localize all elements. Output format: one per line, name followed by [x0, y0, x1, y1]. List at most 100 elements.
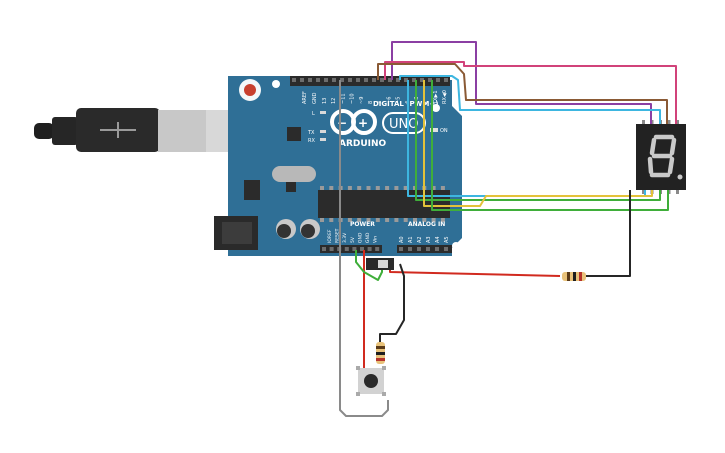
header-pin[interactable]: [380, 78, 384, 82]
digital-pin-label: 8: [368, 101, 374, 104]
header-pin[interactable]: [364, 78, 368, 82]
header-pin[interactable]: [300, 78, 304, 82]
wire-black-button[interactable]: [379, 263, 405, 346]
rx-led: [320, 138, 326, 141]
digital-pin-label: ~10: [350, 93, 356, 104]
power-pin[interactable]: [360, 247, 364, 251]
display-pin[interactable]: [642, 190, 645, 194]
pushbutton[interactable]: [356, 366, 386, 396]
display-pin[interactable]: [676, 120, 679, 124]
rx-pin-label: RX◀0: [442, 90, 448, 104]
power-header: [320, 245, 382, 253]
digital-pin-label: ~11: [340, 93, 346, 104]
power-pin-label: GND: [365, 232, 371, 243]
seven-segment-display[interactable]: [636, 120, 686, 194]
tx-led-label: TX: [307, 130, 315, 136]
wire-green-jumper[interactable]: [355, 250, 383, 281]
analog-pin[interactable]: [417, 247, 421, 251]
analog-pin[interactable]: [435, 247, 439, 251]
header-pin[interactable]: [412, 78, 416, 82]
power-pin-label: RESET: [335, 228, 341, 243]
usb-icon: [100, 122, 136, 138]
analog-pin-label: A3: [426, 236, 432, 243]
on-label: ON: [440, 128, 448, 134]
display-pin[interactable]: [667, 120, 671, 124]
wire-green-2[interactable]: [431, 80, 669, 211]
digital-pin-label: ~9: [359, 97, 365, 104]
analog-pin[interactable]: [444, 247, 448, 251]
model-label: UNO: [389, 117, 418, 132]
header-pin[interactable]: [308, 78, 312, 82]
on-led: [430, 128, 438, 132]
header-pin[interactable]: [428, 78, 432, 82]
analog-pin[interactable]: [399, 247, 403, 251]
l-led: [320, 111, 326, 114]
power-pin[interactable]: [352, 247, 357, 251]
header-pin[interactable]: [404, 78, 408, 82]
analog-pin-label: A4: [435, 236, 441, 243]
usb-chip: [287, 127, 301, 141]
analog-pin-label: A0: [399, 236, 405, 243]
slide-switch[interactable]: [366, 258, 394, 270]
power-pin[interactable]: [329, 247, 334, 251]
analog-pin[interactable]: [426, 247, 430, 251]
header-pin[interactable]: [348, 78, 352, 82]
power-pin-label: 3.3V: [342, 232, 348, 243]
power-pin[interactable]: [322, 247, 326, 251]
header-pin[interactable]: [340, 78, 344, 82]
l-led-label: L: [312, 111, 315, 117]
digital-pin-label: 2: [423, 101, 429, 104]
header-pin[interactable]: [332, 78, 336, 82]
header-pin[interactable]: [444, 78, 448, 82]
header-pin[interactable]: [372, 78, 376, 82]
gnd-label: GND: [312, 92, 318, 104]
digital-pin-label: ~6: [386, 97, 392, 104]
header-pin[interactable]: [436, 78, 440, 82]
display-pin[interactable]: [676, 190, 679, 194]
tx-led: [320, 130, 326, 133]
header-pin[interactable]: [324, 78, 328, 82]
display-segments: [647, 134, 677, 178]
power-pin-label: GND: [357, 232, 363, 243]
wire-cyan-1[interactable]: [399, 75, 661, 124]
aref-label: AREF: [302, 91, 308, 104]
header-pin[interactable]: [420, 78, 424, 82]
wire-yellow[interactable]: [423, 80, 653, 207]
wire-gray[interactable]: [339, 80, 389, 417]
resistor-vertical[interactable]: [376, 342, 385, 364]
power-pin-label: IOREF: [327, 229, 333, 243]
wire-brown[interactable]: [377, 63, 668, 124]
wire-black-display[interactable]: [586, 190, 631, 277]
resistor-horizontal[interactable]: [562, 272, 586, 281]
analog-pin-label: A2: [417, 236, 423, 243]
power-pin[interactable]: [344, 247, 349, 251]
display-pin[interactable]: [642, 120, 645, 124]
wire-green-1[interactable]: [415, 80, 661, 201]
power-header-label: POWER: [350, 221, 375, 228]
header-pin[interactable]: [292, 78, 296, 82]
header-pin[interactable]: [316, 78, 320, 82]
wire-red-resistor[interactable]: [389, 264, 561, 277]
power-pin[interactable]: [367, 247, 372, 251]
header-pin[interactable]: [356, 78, 360, 82]
crystal: [272, 166, 316, 182]
analog-pin[interactable]: [408, 247, 412, 251]
decimal-point: [677, 174, 683, 180]
digital-pin-label: ~5: [396, 97, 402, 104]
digital-pin-label: 7: [377, 101, 383, 104]
analog-header: [397, 245, 452, 253]
atmega-chip: [318, 190, 450, 218]
tx-pin-label: TX▶1: [433, 90, 439, 105]
digital-pin-label: 12: [331, 98, 337, 104]
power-pin[interactable]: [375, 247, 380, 251]
power-pin-label: Vin: [373, 236, 379, 243]
analog-pin-label: A5: [444, 236, 450, 243]
voltage-regulator: [244, 180, 260, 200]
wires[interactable]: [339, 41, 677, 417]
header-pin[interactable]: [388, 78, 392, 82]
rx-led-label: RX: [308, 138, 315, 144]
header-pin[interactable]: [396, 78, 400, 82]
digital-pin-label: 13: [322, 98, 328, 104]
wire-purple[interactable]: [391, 41, 652, 124]
